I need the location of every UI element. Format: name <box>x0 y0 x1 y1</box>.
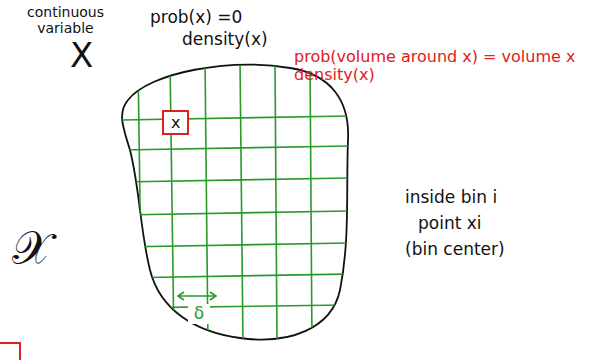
node-text: x <box>171 113 180 132</box>
variable-note: continuous variable <box>18 4 113 36</box>
bin-box: x <box>162 110 189 135</box>
width-arrow <box>178 292 216 300</box>
region-outline <box>122 65 348 340</box>
bin-width: δ <box>188 304 210 324</box>
probability-note: prob(x) =0 <box>150 8 290 28</box>
variable-symbol: X <box>70 36 120 75</box>
corner-mark <box>0 343 20 360</box>
density-note: density(x) <box>182 30 292 50</box>
bin-note: inside bin i <box>405 188 575 208</box>
volume-formula: prob(volume around x) = volume x density… <box>294 48 584 85</box>
center-note: (bin center) <box>405 240 575 260</box>
point-note: point xi <box>418 214 568 234</box>
grid <box>120 60 350 345</box>
space-symbol: 𝒳 <box>12 222 72 275</box>
